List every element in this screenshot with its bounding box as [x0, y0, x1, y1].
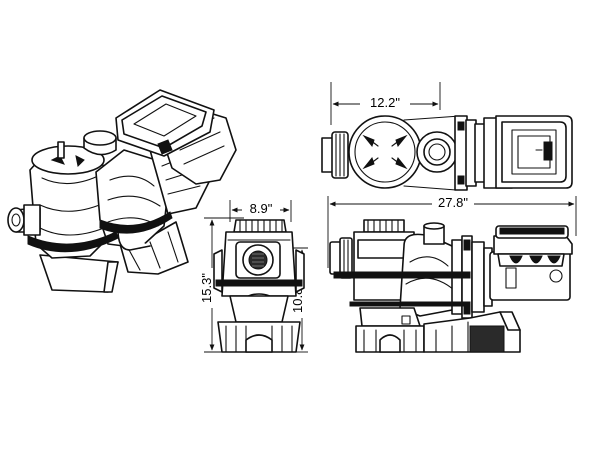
front-width-label: 8.9"	[250, 201, 273, 216]
isometric-view	[7, 89, 237, 293]
overall-height-label: 15.3"	[199, 273, 214, 303]
top-width-label: 12.2"	[370, 95, 400, 110]
top-view: 12.2"	[321, 82, 573, 191]
front-view: 8.9" 15.3" 10.8"	[199, 200, 308, 353]
side-view: 27.8"	[327, 194, 577, 353]
side-length-label: 27.8"	[438, 195, 468, 210]
